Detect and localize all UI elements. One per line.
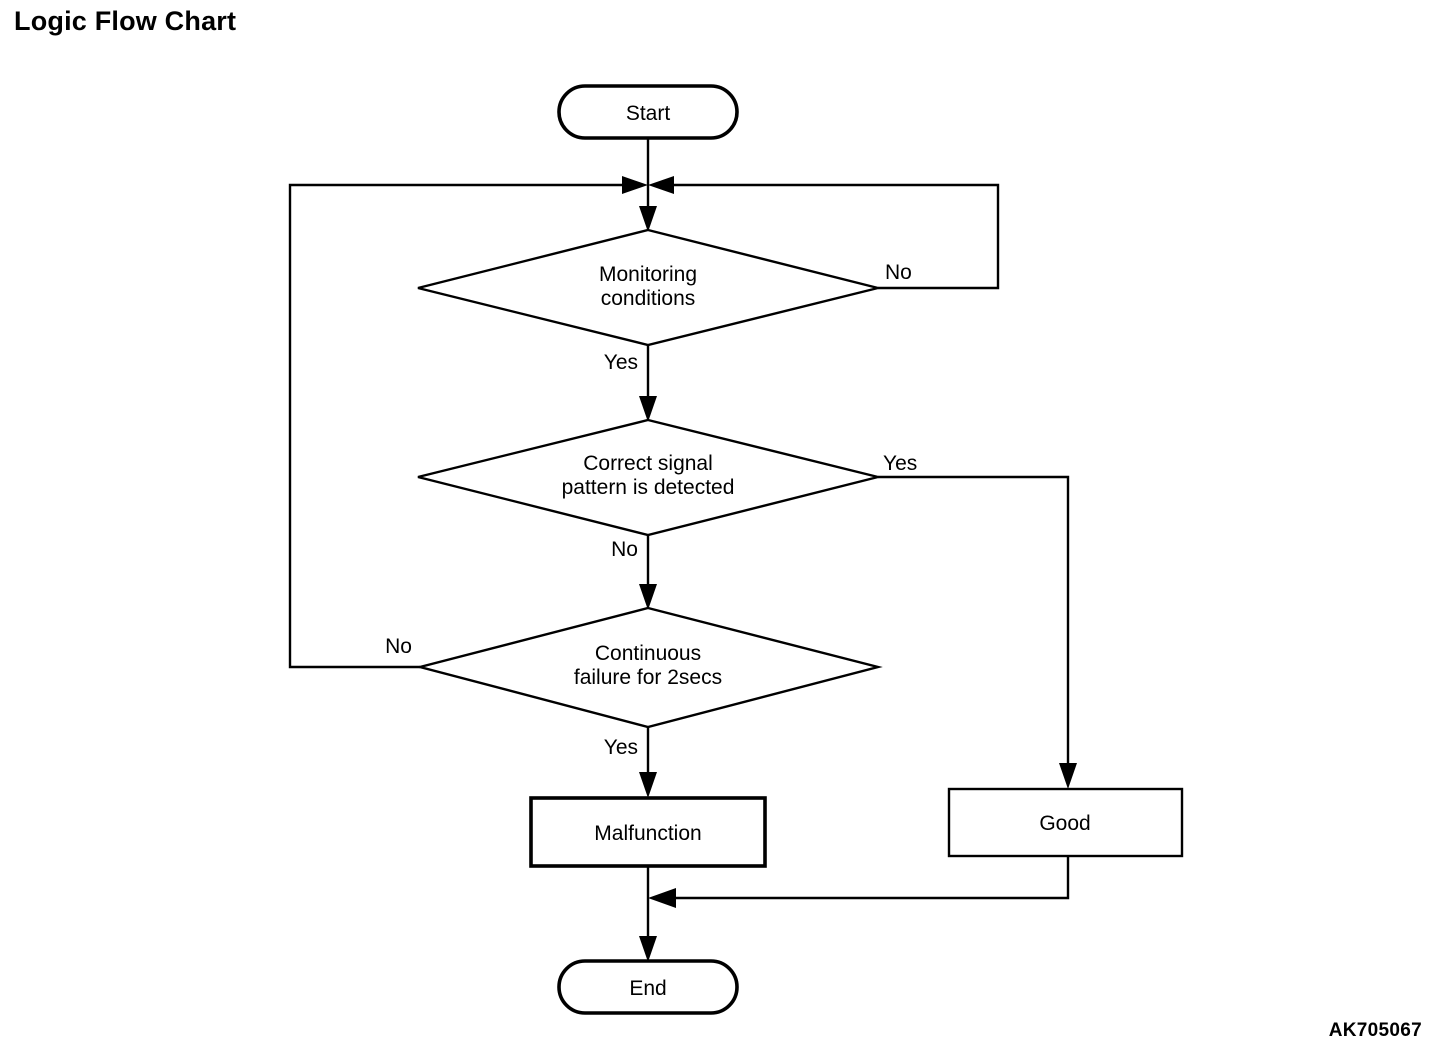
start-shape [557, 84, 739, 140]
node-good[interactable]: Good [947, 787, 1184, 858]
correct-signal-pattern-shape [417, 418, 879, 537]
edge-label-yes-monitoring: Yes [604, 351, 638, 374]
arrowhead-into-correct-signal [639, 396, 657, 422]
node-malfunction[interactable]: Malfunction [529, 796, 767, 868]
start-label: Start [626, 102, 671, 125]
continuous-failure-shape [415, 606, 883, 729]
edge-yes-correct-signal-to-good [878, 475, 1070, 784]
end-label: End [629, 977, 666, 1000]
page-title: Logic Flow Chart [14, 6, 237, 36]
continuous-failure-label-line2: failure for 2secs [574, 666, 722, 689]
node-decision-correct-signal-pattern[interactable]: Correct signal pattern is detected [417, 418, 879, 537]
edge-label-no-correct-signal: No [611, 538, 638, 561]
arrowhead-into-malfunction [639, 772, 657, 798]
malfunction-shape [529, 796, 767, 868]
edge-label-no-continuous: No [385, 635, 412, 658]
good-shape [947, 787, 1184, 858]
monitoring-conditions-label-line1: Monitoring [599, 263, 697, 286]
good-label: Good [1039, 812, 1090, 835]
continuous-failure-label-line1: Continuous [595, 642, 701, 665]
monitoring-conditions-label-line2: conditions [601, 287, 696, 310]
arrowhead-merge-into-end-line [648, 888, 676, 908]
end-shape [557, 959, 739, 1015]
arrowhead-into-monitoring [639, 206, 657, 232]
arrowhead-into-end [639, 936, 657, 962]
malfunction-label: Malfunction [594, 822, 701, 845]
node-decision-monitoring-conditions[interactable]: Monitoring conditions [417, 228, 879, 347]
arrowhead-junction-from-left [622, 176, 648, 194]
correct-signal-label-line2: pattern is detected [562, 476, 735, 499]
edge-label-yes-correct-signal: Yes [883, 452, 917, 475]
edge-no-continuous-return-loop [288, 183, 640, 669]
node-start[interactable]: Start [557, 84, 739, 140]
edge-no-monitoring-return-loop [656, 183, 1000, 290]
correct-signal-label-line1: Correct signal [583, 452, 713, 475]
arrowhead-into-good [1059, 763, 1077, 789]
arrowhead-junction-from-right [648, 176, 674, 194]
node-decision-continuous-failure[interactable]: Continuous failure for 2secs [415, 606, 883, 729]
drawing-reference-code: AK705067 [1328, 1020, 1422, 1041]
arrowhead-into-continuous [639, 584, 657, 610]
node-end[interactable]: End [557, 959, 739, 1015]
edge-label-no-monitoring: No [885, 261, 912, 284]
monitoring-conditions-shape [417, 228, 879, 347]
edge-label-yes-continuous: Yes [604, 736, 638, 759]
edge-good-to-end-merge [660, 856, 1070, 900]
